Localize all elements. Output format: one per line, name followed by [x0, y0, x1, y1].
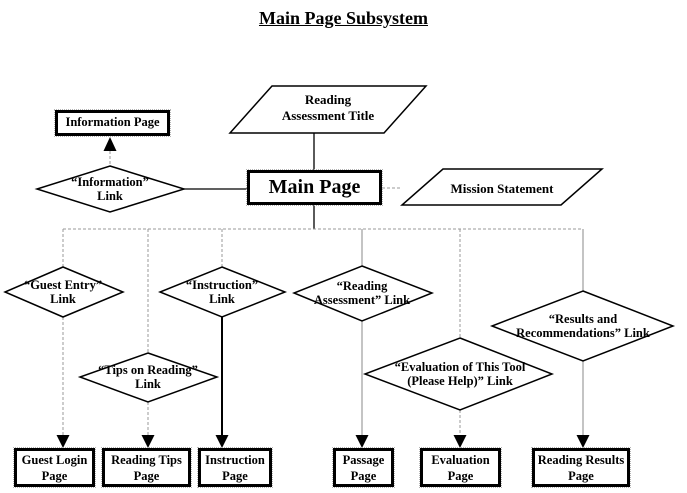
arrowhead-down-evaluation — [453, 435, 467, 448]
instruction-page-node: Instruction Page — [197, 447, 273, 488]
guest-login-page-label-1: Guest Login — [21, 453, 88, 467]
reading-assessment-link-label: “Reading Assessment” Link — [313, 279, 411, 307]
instruction-link-label: “Instruction” Link — [185, 278, 259, 306]
reading-tips-page-label-2: Page — [133, 469, 160, 483]
page-title: Main Page Subsystem — [258, 8, 428, 28]
reading-results-page-label-1: Reading Results — [537, 453, 625, 467]
arrowhead-down-instruction — [215, 435, 229, 448]
reading-assessment-title-label: Reading Assessment Title — [281, 92, 375, 123]
information-page-node: Information Page — [54, 109, 171, 137]
arrowhead-down-reading-results — [576, 435, 590, 448]
passage-page-label-1: Passage — [342, 453, 385, 467]
main-page-label: Main Page — [268, 176, 361, 198]
information-page-label: Information Page — [65, 115, 160, 129]
arrowhead-down-reading-tips — [141, 435, 155, 448]
instruction-link-shape — [157, 266, 288, 318]
arrowhead-up-information-page — [103, 137, 117, 151]
instruction-page-label-2: Page — [222, 469, 248, 483]
reading-tips-page-node: Reading Tips Page — [101, 447, 192, 488]
mission-statement-shape — [400, 168, 604, 206]
guest-entry-link-shape — [3, 266, 125, 318]
evaluation-link-label: “Evaluation of This Tool (Please Help)” … — [394, 360, 526, 388]
results-recommendations-link-shape — [489, 290, 676, 362]
information-link-label: “Information” Link — [71, 175, 149, 203]
reading-tips-page-label-1: Reading Tips — [111, 453, 182, 467]
reading-results-page-node: Reading Results Page — [531, 447, 631, 488]
reading-assessment-title-shape — [228, 85, 428, 134]
evaluation-page-label-2: Page — [447, 469, 474, 483]
passage-page-label-2: Page — [350, 469, 377, 483]
passage-page-node: Passage Page — [332, 447, 395, 488]
reading-assessment-link-shape — [291, 265, 435, 322]
guest-entry-link-label: “Guest Entry” Link — [23, 278, 103, 306]
arrowhead-down-guest-login — [56, 435, 70, 448]
mission-statement-label: Mission Statement — [450, 181, 554, 196]
main-page-node: Main Page — [246, 169, 383, 206]
results-recommendations-link-label: “Results and Recommendations” Link — [516, 312, 650, 340]
evaluation-link-shape — [362, 337, 555, 411]
guest-login-page-label-2: Page — [41, 469, 68, 483]
arrowhead-down-passage — [355, 435, 369, 448]
information-link-shape — [34, 165, 187, 213]
instruction-page-label-1: Instruction — [205, 453, 265, 467]
reading-results-page-label-2: Page — [568, 469, 594, 483]
tips-on-reading-link-label: “Tips on Reading” Link — [98, 363, 198, 391]
evaluation-page-label-1: Evaluation — [431, 453, 490, 467]
guest-login-page-node: Guest Login Page — [13, 447, 96, 488]
evaluation-page-node: Evaluation Page — [419, 447, 502, 488]
tips-on-reading-link-shape — [77, 352, 220, 403]
